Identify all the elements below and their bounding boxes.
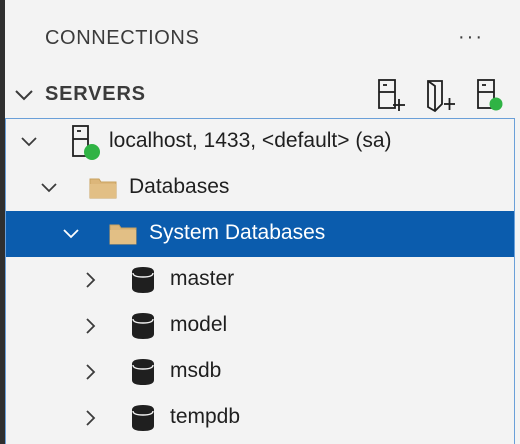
- chevron-right-icon[interactable]: [82, 409, 100, 427]
- chevron-down-icon[interactable]: [20, 133, 38, 151]
- database-icon: [132, 359, 154, 385]
- more-actions-button[interactable]: ···: [458, 26, 484, 48]
- chevron-right-icon[interactable]: [82, 317, 100, 335]
- new-server-icon[interactable]: [373, 77, 407, 113]
- database-label: tempdb: [170, 405, 241, 428]
- tree-row-databases[interactable]: Databases: [6, 165, 514, 211]
- database-icon: [132, 267, 154, 293]
- database-label: master: [170, 267, 235, 290]
- chevron-right-icon[interactable]: [82, 271, 100, 289]
- folder-icon: [89, 178, 117, 199]
- tree-row-database[interactable]: master: [6, 257, 514, 303]
- servers-section-header[interactable]: SERVERS: [5, 73, 520, 117]
- folder-icon: [109, 224, 137, 245]
- tree-row-database[interactable]: msdb: [6, 349, 514, 395]
- chevron-down-icon: [15, 90, 33, 101]
- database-label: msdb: [170, 359, 222, 382]
- new-server-group-icon[interactable]: [423, 77, 457, 113]
- server-connected-icon: [72, 125, 100, 160]
- active-connections-icon[interactable]: [471, 77, 505, 113]
- database-icon: [132, 313, 154, 339]
- system-databases-folder-label: System Databases: [149, 221, 326, 244]
- tree-row-database[interactable]: model: [6, 303, 514, 349]
- server-label: localhost, 1433, <default> (sa): [109, 129, 392, 152]
- activity-bar-edge: [0, 0, 5, 444]
- databases-folder-label: Databases: [129, 175, 230, 198]
- database-label: model: [170, 313, 228, 336]
- connections-panel: CONNECTIONS ··· SERVERS: [5, 0, 520, 444]
- chevron-right-icon[interactable]: [82, 363, 100, 381]
- panel-title: CONNECTIONS: [45, 27, 200, 49]
- chevron-down-icon[interactable]: [40, 179, 58, 197]
- database-icon: [132, 405, 154, 431]
- tree-row-system-databases[interactable]: System Databases: [6, 211, 514, 257]
- tree-row-database[interactable]: tempdb: [6, 395, 514, 441]
- servers-section-title: SERVERS: [45, 83, 146, 105]
- server-tree: localhost, 1433, <default> (sa) Database…: [5, 118, 515, 444]
- tree-row-server[interactable]: localhost, 1433, <default> (sa): [6, 119, 514, 165]
- chevron-down-icon[interactable]: [62, 225, 80, 243]
